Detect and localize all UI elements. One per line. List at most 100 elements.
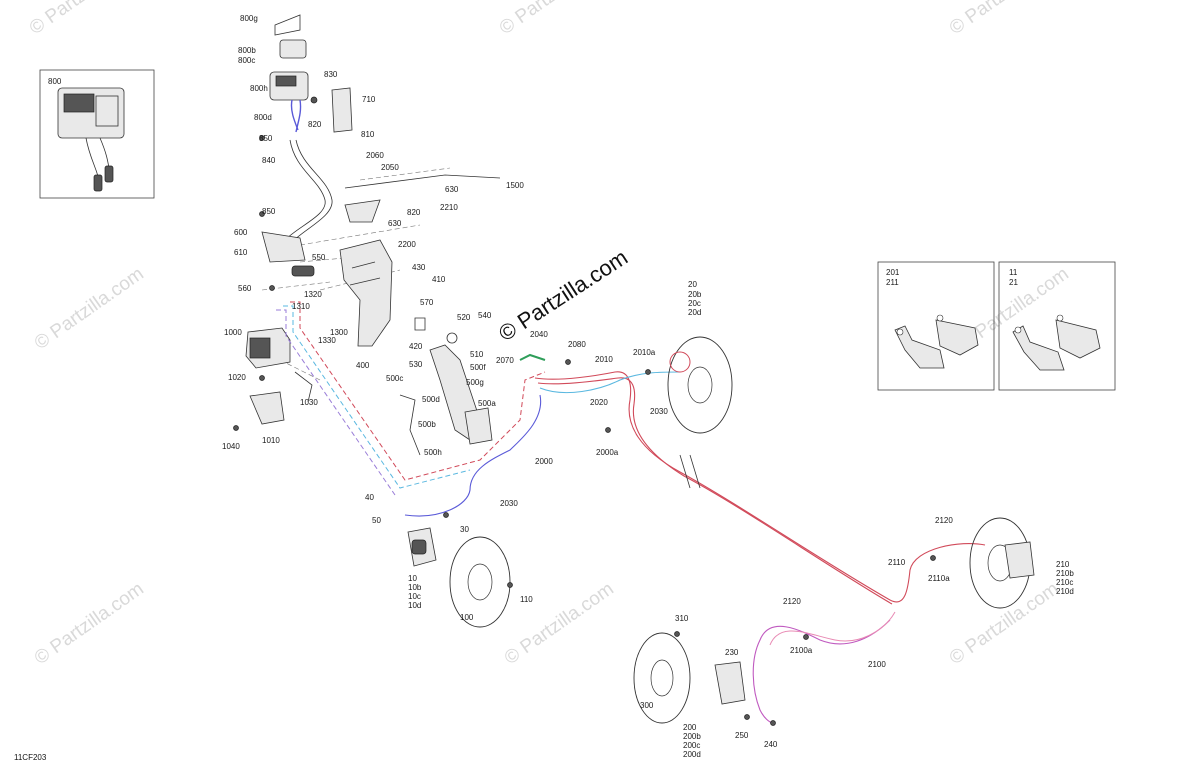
label-2000: 2000 bbox=[535, 457, 553, 466]
label-240: 240 bbox=[764, 740, 778, 749]
watermark-text: © Partzilla.com bbox=[946, 578, 1063, 669]
label-1500: 1500 bbox=[506, 181, 524, 190]
label-210b: 210b bbox=[1056, 569, 1074, 578]
label-710: 710 bbox=[362, 95, 376, 104]
watermark-layer: © Partzilla.com © Partzilla.com © Partzi… bbox=[26, 0, 1073, 669]
label-21: 21 bbox=[1009, 278, 1018, 287]
label-800c: 800c bbox=[238, 56, 255, 65]
label-10: 10 bbox=[408, 574, 417, 583]
label-850b: 850 bbox=[262, 207, 276, 216]
label-2010a: 2010a bbox=[633, 348, 656, 357]
label-2060: 2060 bbox=[366, 151, 384, 160]
label-2080: 2080 bbox=[568, 340, 586, 349]
label-10b: 10b bbox=[408, 583, 422, 592]
abs-module-1000 bbox=[245, 327, 313, 425]
watermark-text: © Partzilla.com bbox=[496, 0, 613, 39]
label-500f: 500f bbox=[470, 363, 486, 372]
label-800b: 800b bbox=[238, 46, 256, 55]
label-2110a: 2110a bbox=[928, 574, 950, 583]
label-20c: 20c bbox=[688, 299, 701, 308]
label-560: 560 bbox=[238, 284, 252, 293]
label-201: 201 bbox=[886, 268, 900, 277]
label-520: 520 bbox=[457, 313, 471, 322]
label-2030: 2030 bbox=[650, 407, 668, 416]
label-830: 830 bbox=[324, 70, 338, 79]
caliper-10 bbox=[407, 527, 437, 567]
watermark-text: © Partzilla.com bbox=[31, 578, 148, 669]
label-610: 610 bbox=[234, 248, 248, 257]
disc-300 bbox=[633, 632, 746, 724]
brake-lines bbox=[276, 301, 986, 726]
label-2010: 2010 bbox=[595, 355, 613, 364]
watermark-text: © Partzilla.com bbox=[26, 0, 143, 39]
label-800g: 800g bbox=[240, 14, 258, 23]
part-labels: 800g 800b 800c 800h 830 710 820 800d 810… bbox=[48, 14, 1074, 759]
label-110: 110 bbox=[520, 595, 533, 604]
label-1040: 1040 bbox=[222, 442, 240, 451]
label-510: 510 bbox=[470, 350, 484, 359]
label-250: 250 bbox=[735, 731, 749, 740]
label-1010: 1010 bbox=[262, 436, 280, 445]
label-200b: 200b bbox=[683, 732, 701, 741]
label-2050: 2050 bbox=[381, 163, 399, 172]
label-1030: 1030 bbox=[300, 398, 318, 407]
label-300: 300 bbox=[640, 701, 654, 710]
inset-800 bbox=[39, 69, 155, 199]
label-570: 570 bbox=[420, 298, 434, 307]
label-11: 11 bbox=[1009, 268, 1018, 277]
watermark-text: © Partzilla.com bbox=[31, 263, 148, 354]
label-800d: 800d bbox=[254, 113, 272, 122]
label-10c: 10c bbox=[408, 592, 421, 601]
disc-20 bbox=[667, 336, 733, 434]
disc-100 bbox=[449, 536, 511, 628]
label-20b: 20b bbox=[688, 290, 702, 299]
label-2200: 2200 bbox=[398, 240, 416, 249]
label-210d: 210d bbox=[1056, 587, 1074, 596]
label-630b: 630 bbox=[388, 219, 402, 228]
label-2030b: 2030 bbox=[500, 499, 518, 508]
label-430: 430 bbox=[412, 263, 426, 272]
inset-pads-11 bbox=[998, 261, 1116, 391]
label-2100: 2100 bbox=[868, 660, 886, 669]
cable-840 bbox=[284, 139, 501, 243]
label-400: 400 bbox=[356, 361, 370, 370]
label-2210: 2210 bbox=[440, 203, 458, 212]
label-410: 410 bbox=[432, 275, 446, 284]
label-2040: 2040 bbox=[530, 330, 548, 339]
label-820: 820 bbox=[308, 120, 322, 129]
label-850: 850 bbox=[259, 134, 273, 143]
center-watermark: © Partzilla.com bbox=[494, 244, 632, 346]
label-2120: 2120 bbox=[935, 516, 953, 525]
label-200d: 200d bbox=[683, 750, 701, 759]
watermark-text: © Partzilla.com bbox=[946, 0, 1063, 39]
label-10d: 10d bbox=[408, 601, 421, 610]
label-210: 210 bbox=[1056, 560, 1070, 569]
label-530: 530 bbox=[409, 360, 423, 369]
label-550: 550 bbox=[312, 253, 326, 262]
diagram-code: 11CF203 bbox=[14, 753, 47, 762]
label-210c: 210c bbox=[1056, 578, 1073, 587]
label-820b: 820 bbox=[407, 208, 421, 217]
label-50: 50 bbox=[372, 516, 381, 525]
label-1320: 1320 bbox=[304, 290, 322, 299]
label-2000a: 2000a bbox=[596, 448, 619, 457]
disc-210 bbox=[969, 517, 1035, 609]
label-500a: 500a bbox=[478, 399, 496, 408]
label-2020: 2020 bbox=[590, 398, 608, 407]
fasteners bbox=[233, 135, 936, 726]
label-100: 100 bbox=[460, 613, 474, 622]
label-500h: 500h bbox=[424, 448, 442, 457]
label-2070: 2070 bbox=[496, 356, 514, 365]
inset-pads-201 bbox=[877, 261, 995, 391]
label-230: 230 bbox=[725, 648, 739, 657]
label-20d: 20d bbox=[688, 308, 701, 317]
label-2100a: 2100a bbox=[790, 646, 813, 655]
label-1020: 1020 bbox=[228, 373, 246, 382]
label-1000: 1000 bbox=[224, 328, 242, 337]
label-420: 420 bbox=[409, 342, 423, 351]
label-800h: 800h bbox=[250, 84, 268, 93]
label-500c: 500c bbox=[386, 374, 403, 383]
label-630: 630 bbox=[445, 185, 459, 194]
label-310: 310 bbox=[675, 614, 689, 623]
